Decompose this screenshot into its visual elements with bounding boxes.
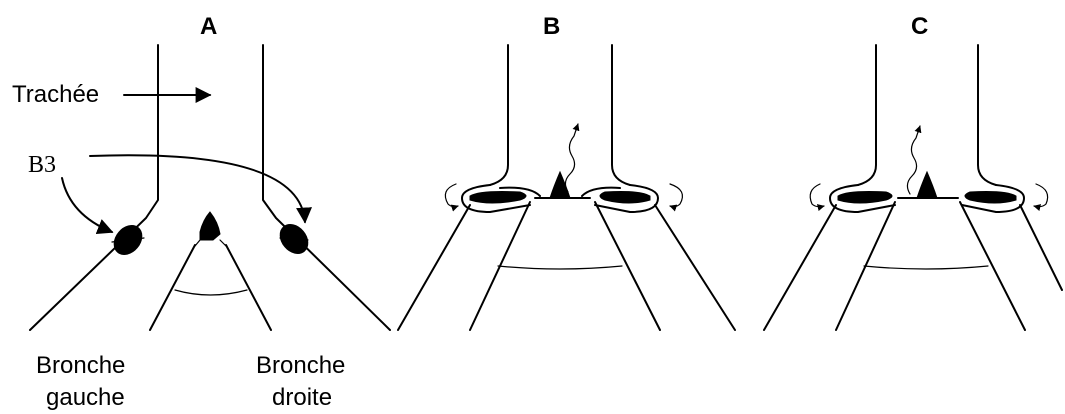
c-left-fold (830, 185, 895, 212)
b3-left-arrow (62, 178, 112, 232)
c-escape-arrow (907, 126, 920, 194)
b-escape-arrow (565, 124, 578, 192)
c-right-outer (1020, 205, 1062, 290)
carina-inner-curve (175, 290, 247, 295)
b-left-outer (398, 205, 470, 330)
b-left-rotation-arrow (445, 184, 458, 207)
c-carina (917, 172, 937, 198)
c-right-inner (960, 202, 1025, 330)
b3-label: B3 (28, 152, 56, 178)
left-bronchus-label-line2: gauche (46, 384, 125, 411)
right-bronchus-label-line1: Bronche (256, 352, 345, 379)
carina (200, 212, 220, 240)
c-trachea-left-wall (858, 45, 876, 185)
c-right-rotation-arrow (1034, 184, 1048, 207)
panel-c-label: C (911, 13, 928, 40)
carina-spur-right (220, 240, 226, 246)
panel-a: A Trachée B3 Bronche gauche Bronche droi… (12, 13, 390, 411)
panel-b-label: B (543, 13, 560, 40)
carina-spur-left (195, 240, 200, 246)
trachea-label: Trachée (12, 81, 99, 108)
c-trachea-right-wall (978, 45, 996, 185)
carina-left-branch (150, 245, 195, 330)
b-trachea-left-wall (490, 45, 508, 185)
left-bronchus-label-line1: Bronche (36, 352, 125, 379)
c-left-rotation-arrow (810, 184, 824, 207)
panel-c: C (764, 13, 1062, 330)
b-right-inner (595, 202, 660, 330)
b-right-rotation-arrow (670, 184, 682, 207)
c-left-outer (764, 205, 836, 330)
carina-right-branch (226, 245, 271, 330)
panel-a-label: A (200, 13, 217, 40)
b-right-fold (582, 185, 658, 212)
panel-b: B (398, 13, 735, 330)
right-bronchus-label-line2: droite (272, 384, 332, 411)
b-trachea-right-wall (612, 45, 630, 185)
b-right-outer (655, 205, 735, 330)
b-inner-curve (498, 266, 622, 269)
trachea-right-wall (263, 45, 390, 330)
c-right-fold (962, 185, 1024, 212)
c-inner-curve (864, 266, 988, 269)
b-carina (550, 172, 570, 198)
